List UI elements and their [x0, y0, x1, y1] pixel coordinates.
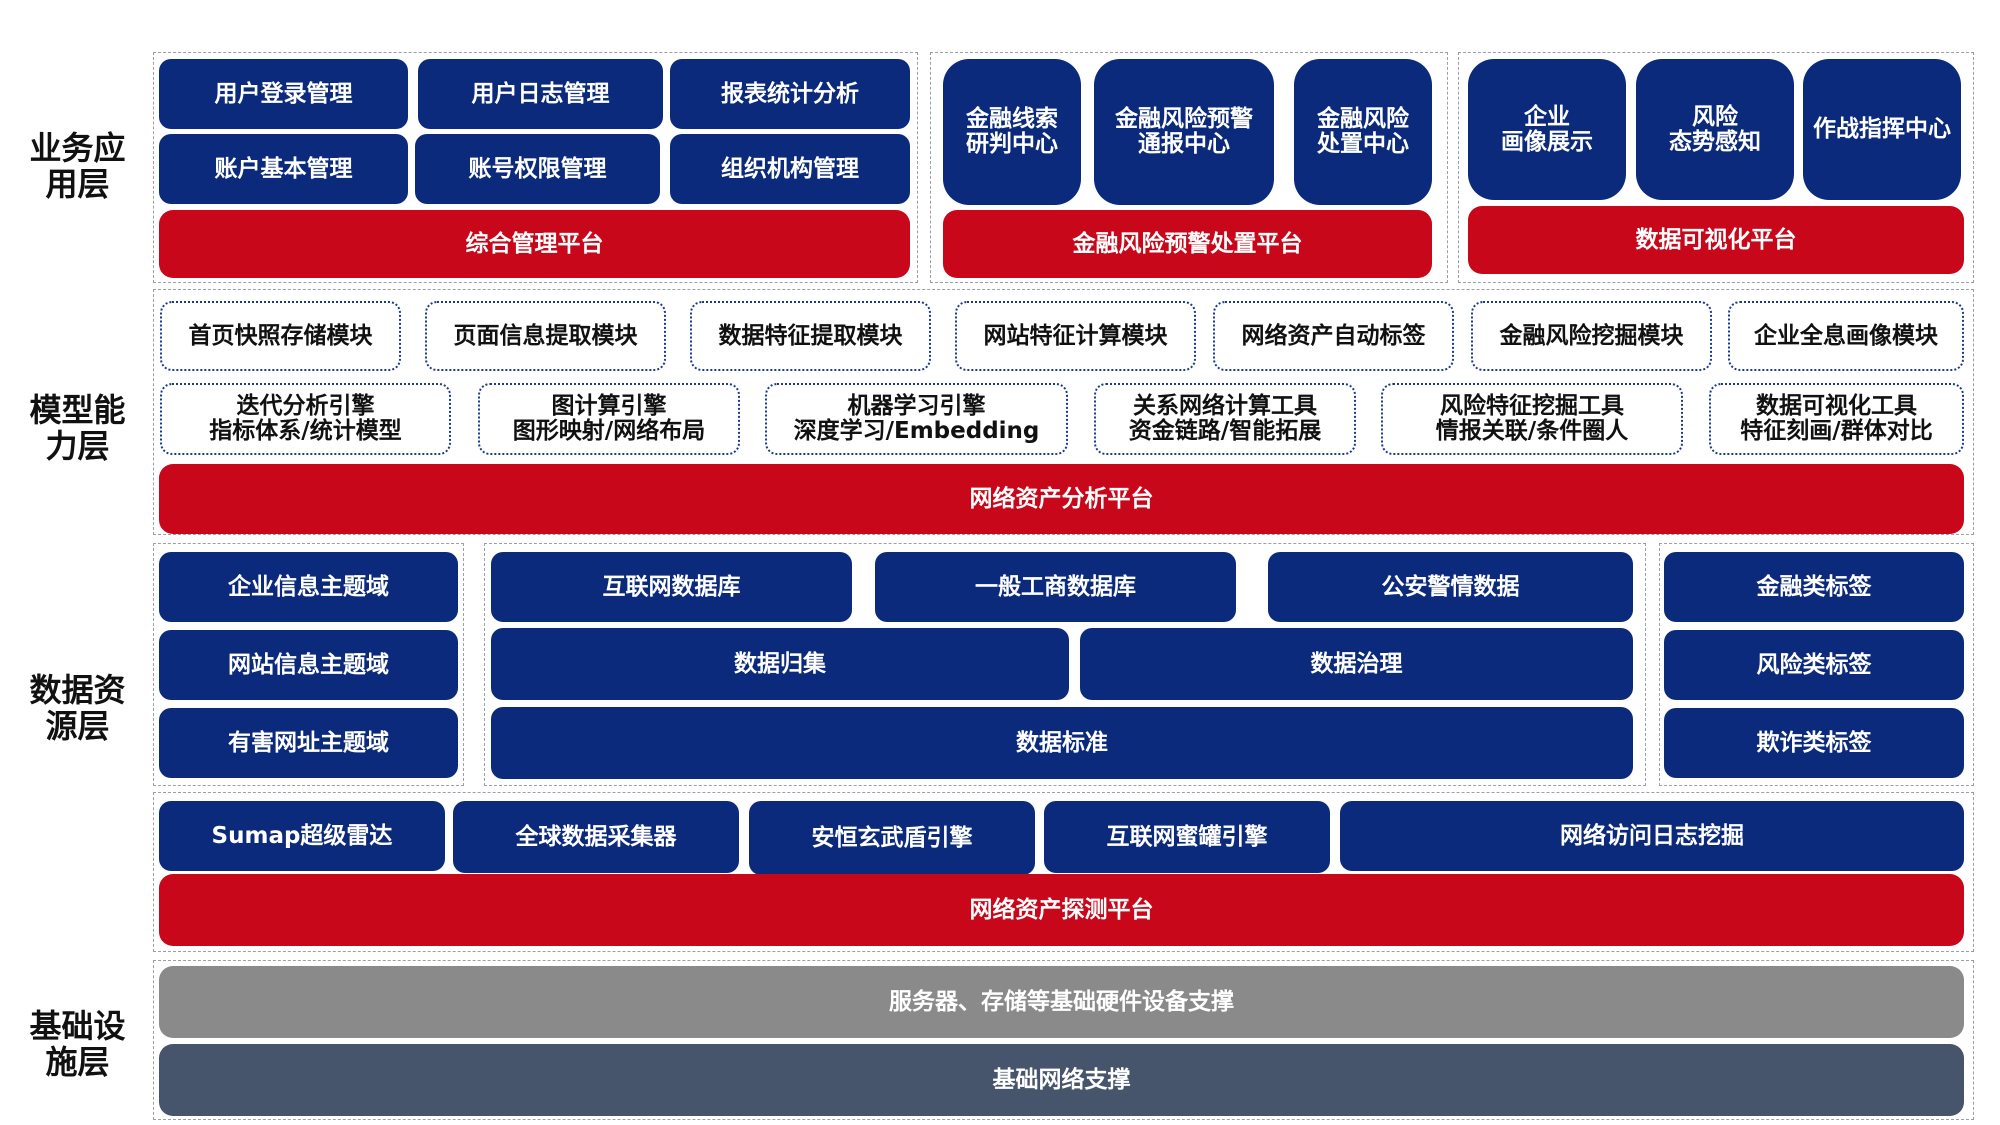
mgmt-item: 用户日志管理 — [418, 59, 663, 129]
database: 互联网数据库 — [491, 552, 852, 622]
data-govern: 数据治理 — [1080, 628, 1633, 700]
model-module: 首页快照存储模块 — [160, 301, 401, 371]
model-frame — [153, 289, 1974, 535]
business-visual-frame — [1458, 52, 1974, 283]
probe-tool: 全球数据采集器 — [453, 801, 739, 873]
risk-platform: 金融风险预警处置平台 — [943, 210, 1432, 278]
model-module: 数据特征提取模块 — [690, 301, 931, 371]
layer-label-business: 业务应 用层 — [29, 129, 126, 203]
visual-item: 风险 态势感知 — [1636, 59, 1794, 200]
mgmt-item: 报表统计分析 — [670, 59, 910, 129]
data-core-frame — [484, 543, 1646, 786]
layer-label-infra: 基础设 施层 — [29, 1007, 126, 1081]
model-module: 页面信息提取模块 — [425, 301, 666, 371]
model-engine: 数据可视化工具 特征刻画/群体对比 — [1709, 383, 1964, 455]
visual-platform: 数据可视化平台 — [1468, 206, 1964, 274]
visual-item: 作战指挥中心 — [1803, 59, 1961, 200]
tag-category: 金融类标签 — [1664, 552, 1964, 622]
database: 公安警情数据 — [1268, 552, 1633, 622]
model-engine: 风险特征挖掘工具 情报关联/条件圈人 — [1381, 383, 1683, 455]
theme-domain: 有害网址主题域 — [159, 708, 458, 778]
visual-item: 企业 画像展示 — [1468, 59, 1626, 200]
tag-category: 欺诈类标签 — [1664, 708, 1964, 778]
mgmt-item: 用户登录管理 — [159, 59, 408, 129]
risk-center: 金融风险预警 通报中心 — [1094, 59, 1274, 205]
model-module: 网络资产自动标签 — [1213, 301, 1454, 371]
database: 一般工商数据库 — [875, 552, 1236, 622]
layer-label-model: 模型能 力层 — [29, 391, 126, 465]
risk-center: 金融线索 研判中心 — [943, 59, 1081, 205]
business-mgmt-frame — [153, 52, 918, 283]
infra-frame — [153, 960, 1974, 1120]
data-collect: 数据归集 — [491, 628, 1069, 700]
layer-label-data: 数据资 源层 — [29, 671, 126, 745]
probe-platform: 网络资产探测平台 — [159, 874, 1964, 946]
probe-tool: 安恒玄武盾引擎 — [749, 801, 1035, 875]
model-platform: 网络资产分析平台 — [159, 464, 1964, 534]
theme-domain: 企业信息主题域 — [159, 552, 458, 622]
model-module: 金融风险挖掘模块 — [1471, 301, 1712, 371]
model-engine: 迭代分析引擎 指标体系/统计模型 — [160, 383, 451, 455]
hardware-support: 服务器、存储等基础硬件设备支撑 — [159, 966, 1964, 1038]
model-engine: 机器学习引擎 深度学习/Embedding — [765, 383, 1068, 455]
mgmt-platform: 综合管理平台 — [159, 210, 910, 278]
probe-tool: 网络访问日志挖掘 — [1340, 801, 1964, 871]
model-module: 网站特征计算模块 — [955, 301, 1196, 371]
mgmt-item: 账户基本管理 — [159, 134, 408, 204]
data-standard: 数据标准 — [491, 707, 1633, 779]
risk-center: 金融风险 处置中心 — [1294, 59, 1432, 205]
mgmt-item: 账号权限管理 — [415, 134, 660, 204]
tag-category: 风险类标签 — [1664, 630, 1964, 700]
data-domain-frame — [153, 543, 464, 786]
theme-domain: 网站信息主题域 — [159, 630, 458, 700]
network-support: 基础网络支撑 — [159, 1044, 1964, 1116]
model-module: 企业全息画像模块 — [1728, 301, 1964, 371]
data-tag-frame — [1659, 543, 1974, 786]
business-risk-frame — [930, 52, 1448, 283]
mgmt-item: 组织机构管理 — [670, 134, 910, 204]
probe-tool: 互联网蜜罐引擎 — [1044, 801, 1330, 873]
model-engine: 关系网络计算工具 资金链路/智能拓展 — [1094, 383, 1356, 455]
probe-tool: Sumap超级雷达 — [159, 801, 445, 871]
model-engine: 图计算引擎 图形映射/网络布局 — [478, 383, 740, 455]
probe-frame — [153, 792, 1974, 952]
